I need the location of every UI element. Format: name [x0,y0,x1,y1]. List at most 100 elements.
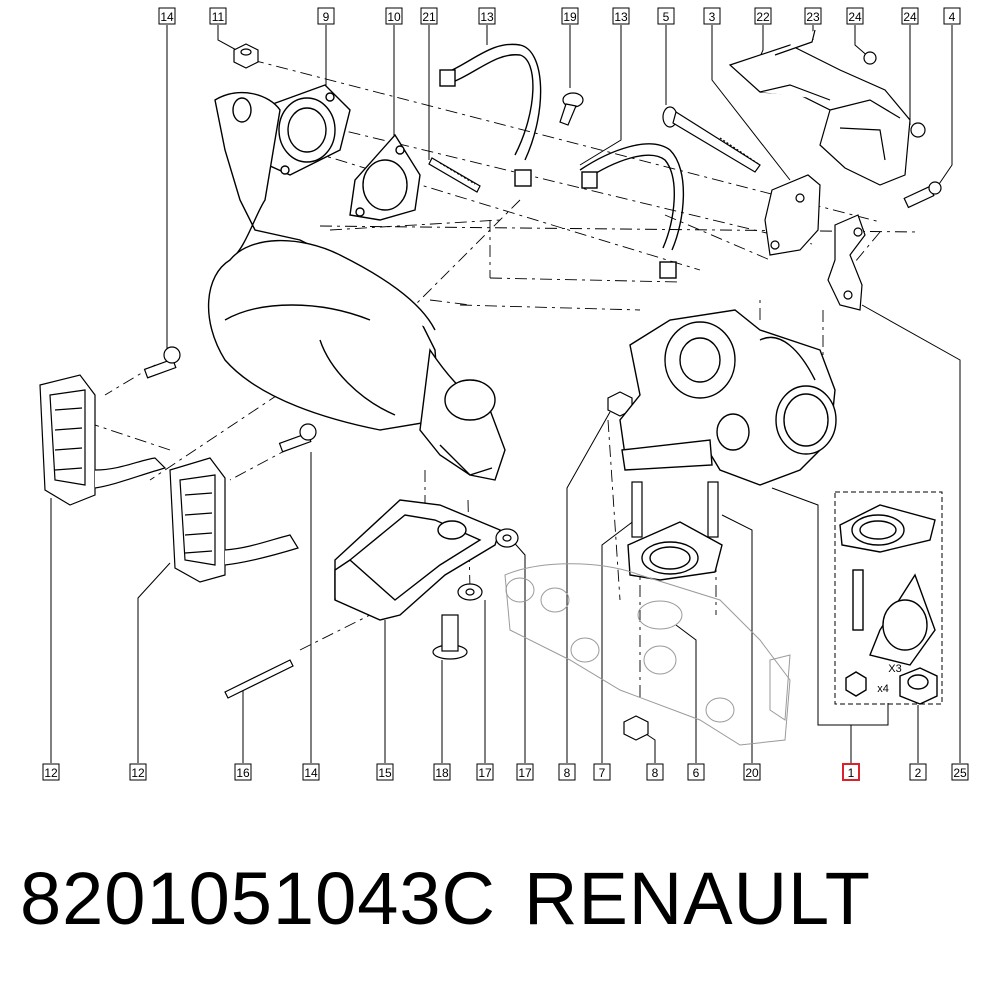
callout-top-11: 23 [804,7,822,25]
callout-box [234,763,252,781]
callout-label: 22 [756,10,770,24]
part-number: 8201051043C [20,857,496,940]
callout-box [42,763,60,781]
callout-top-4: 21 [420,7,438,25]
callout-bottom-14: 2 [909,763,927,781]
callout-box [901,7,919,25]
callout-box [687,763,705,781]
callout-label: 12 [44,766,58,780]
callout-label: 12 [131,766,145,780]
callout-top-6: 19 [561,7,579,25]
callout-box [612,7,630,25]
callout-label: 24 [848,10,862,24]
washer-17-upper [495,528,519,548]
callout-label: 20 [745,766,759,780]
callout-label: 17 [478,766,492,780]
callout-box [420,7,438,25]
heat-shield-12-right [169,457,299,583]
callout-bottom-12: 20 [743,763,761,781]
clamp-13-left [439,43,542,187]
turbocharger [619,309,837,486]
callout-bottom-2: 16 [234,763,252,781]
callout-label: 24 [903,10,917,24]
callout-label: 21 [422,10,436,24]
callout-box [846,7,864,25]
flange-9 [267,84,351,176]
stud-21 [428,157,481,193]
callout-bottom-5: 18 [433,763,451,781]
gasket-kit-box: X3 x4 [834,491,943,705]
callout-box [703,7,721,25]
callout-label: 23 [806,10,820,24]
callout-box [646,763,664,781]
bracket-25 [827,214,866,311]
heat-shield-12-left [39,374,167,506]
stud-16 [224,659,294,699]
catalytic-converter [207,91,506,481]
callout-label: 6 [693,766,700,780]
callout-label: 8 [652,766,659,780]
callout-top-5: 13 [478,7,496,25]
callout-top-8: 5 [657,7,675,25]
kit-label-x4: x4 [877,683,889,695]
nut-8-lower [623,715,649,741]
callout-box [478,7,496,25]
callout-box [209,7,227,25]
bracket-3 [764,174,821,256]
callout-label: 7 [599,766,606,780]
heat-shield-upper [728,29,911,186]
callout-label: 13 [480,10,494,24]
callout-label: 14 [160,10,174,24]
callout-box [754,7,772,25]
callout-box [743,763,761,781]
bolt-18 [432,614,468,660]
callout-bottom-1: 12 [129,763,147,781]
washer-17-lower [457,583,483,601]
callout-box [943,7,961,25]
long-bolt-5 [662,106,761,173]
callout-label: 25 [953,766,967,780]
callout-bottom-11: 6 [687,763,705,781]
exhaust-manifold-ghost [504,563,791,746]
callout-bottom-3: 14 [302,763,320,781]
callout-box [842,763,860,781]
callout-bottom-15: 25 [951,763,969,781]
callout-label: 3 [709,10,716,24]
leader-lines [50,25,961,763]
callout-box [302,763,320,781]
bolt-19 [559,92,584,126]
callout-bottom-9: 7 [593,763,611,781]
callout-label: 14 [304,766,318,780]
support-bracket-15 [334,499,501,621]
callout-label: 15 [378,766,392,780]
kit-label-x3: X3 [888,663,901,675]
callout-top-10: 22 [754,7,772,25]
callout-box [561,7,579,25]
callout-box [593,763,611,781]
callout-top-13: 24 [901,7,919,25]
callout-box [558,763,576,781]
callout-label: 2 [915,766,922,780]
nut-11 [233,43,259,69]
callout-box [158,7,176,25]
callout-label: 9 [323,10,330,24]
callout-box [129,763,147,781]
callout-bottom-13: 1 [842,763,860,781]
gasket-10 [349,133,421,221]
callout-box [476,763,494,781]
callout-box [385,7,403,25]
callout-label: 19 [563,10,577,24]
callout-top-1: 11 [209,7,227,25]
callout-box [516,763,534,781]
callout-box [433,763,451,781]
callout-box [376,763,394,781]
bolt-14-lower [278,423,317,453]
callout-bottom-4: 15 [376,763,394,781]
callout-top-12: 24 [846,7,864,25]
callout-bottom-10: 8 [646,763,664,781]
callout-box [317,7,335,25]
callout-label: 10 [387,10,401,24]
callout-bottom-6: 17 [476,763,494,781]
exploded-parts-diagram: X3 x4 1411910211319135322232424412121614… [39,7,969,781]
